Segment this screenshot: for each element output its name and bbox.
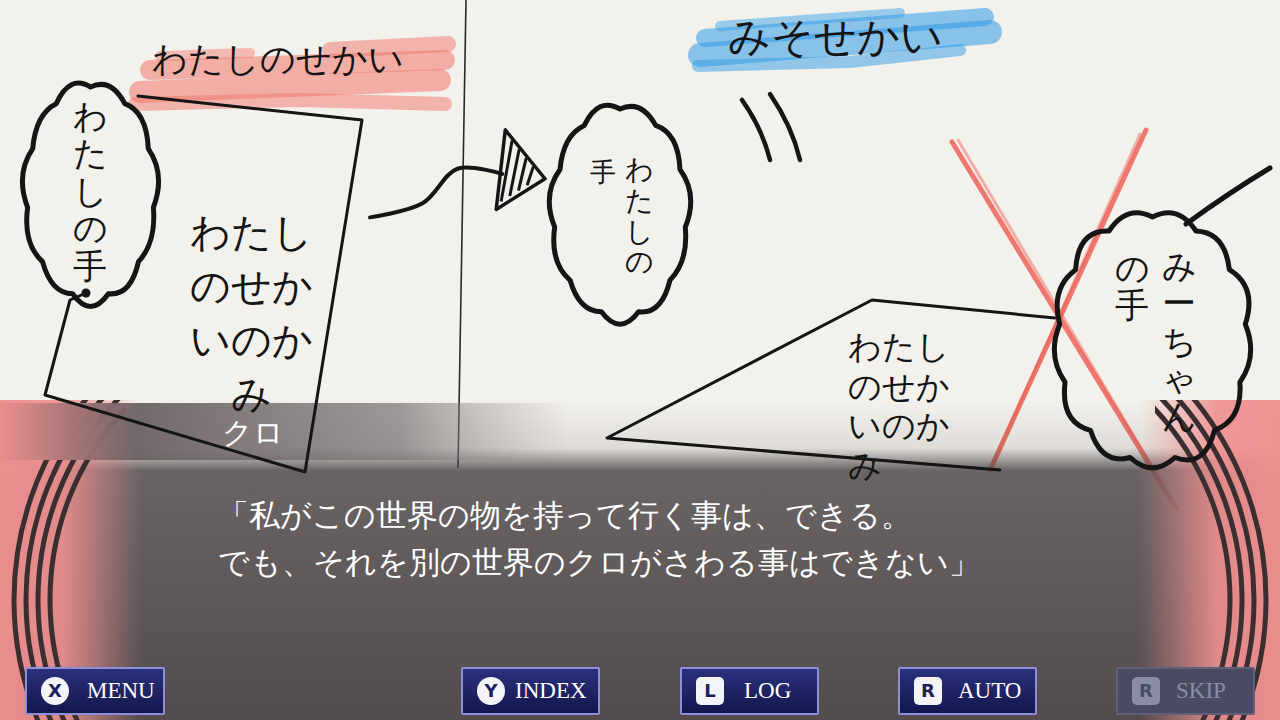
arc-ornament bbox=[1155, 400, 1266, 720]
cloud-outline bbox=[22, 83, 158, 306]
ink-dot bbox=[82, 289, 91, 298]
divider-line bbox=[458, 0, 466, 468]
vertical-handwriting: わたしの手 bbox=[73, 98, 107, 285]
hand-cloud: みーちゃんの手 bbox=[1050, 208, 1255, 470]
dialogue-text: 「私がこの世界の物を持って行く事は、できる。 でも、それを別の世界のクロがさわる… bbox=[218, 492, 993, 585]
text-slot: クロ bbox=[222, 415, 284, 451]
text-slot: わたしのせかいのかみ bbox=[848, 327, 982, 485]
arrowhead-outline bbox=[496, 130, 550, 215]
text-slot: SKIP bbox=[1176, 677, 1226, 705]
world-heading: みそせかい bbox=[728, 12, 943, 62]
paper-outline bbox=[607, 300, 1055, 470]
button-label: MENU bbox=[87, 677, 155, 705]
speaker-name-text: クロ bbox=[222, 415, 284, 451]
paper-outline bbox=[45, 96, 362, 472]
button-label: SKIP bbox=[1176, 677, 1226, 705]
text-slot: の手 bbox=[1115, 250, 1149, 325]
button-label: LOG bbox=[744, 677, 791, 705]
button-key: R bbox=[921, 682, 935, 700]
name-band bbox=[0, 403, 570, 460]
text-slot: わたしの手 bbox=[73, 98, 107, 285]
hand-cloud: わたしの手 bbox=[18, 78, 163, 307]
button-key: Y bbox=[484, 682, 497, 700]
text-slot: LOG bbox=[744, 677, 791, 705]
button-label: AUTO bbox=[958, 677, 1021, 705]
dialogue-backdrop bbox=[0, 400, 1280, 720]
dialogue-panel: X MENU Y INDEX L LOG R AUTO R SKIP 「私がこの世界の物を持って行く… bbox=[0, 462, 1280, 720]
text-slot: AUTO bbox=[958, 677, 1021, 705]
world-heading: わたしのせかい bbox=[152, 38, 404, 80]
crayon-stroke bbox=[140, 80, 440, 92]
button-icon: Y bbox=[477, 677, 505, 705]
blue-crayon-highlight bbox=[698, 13, 990, 66]
label-slot: わたしのせかい bbox=[152, 38, 404, 80]
cloud-outline bbox=[549, 105, 690, 324]
arc bbox=[1155, 400, 1254, 720]
hatched-arrowhead bbox=[496, 130, 550, 215]
menu-button: R AUTO bbox=[898, 667, 1037, 715]
button-icon: X bbox=[41, 677, 69, 705]
text-slot: 手 bbox=[590, 158, 616, 187]
cloud-shape bbox=[1050, 208, 1255, 470]
cloud-outline bbox=[1054, 213, 1250, 468]
button-key: X bbox=[48, 682, 62, 700]
arrow-connector bbox=[370, 168, 502, 218]
label-slot: みそせかい bbox=[728, 12, 943, 62]
arrowhead-hatch bbox=[518, 157, 526, 191]
vertical-handwriting: の手 bbox=[1115, 250, 1149, 325]
arm-line bbox=[1186, 168, 1270, 224]
menu-button: R SKIP bbox=[1116, 667, 1255, 715]
handwritten-text: わたしのせかいのかみ bbox=[170, 205, 332, 421]
cloud-shape bbox=[545, 100, 695, 325]
button-label: INDEX bbox=[515, 677, 587, 705]
text-slot: わたしの bbox=[625, 155, 653, 278]
text-slot: INDEX bbox=[515, 677, 587, 705]
menu-button: Y INDEX bbox=[461, 667, 600, 715]
handwritten-text: わたしのせかいのかみ bbox=[848, 327, 982, 485]
button-key: L bbox=[704, 682, 715, 700]
arc bbox=[1155, 400, 1266, 720]
arrowhead-hatch bbox=[527, 166, 533, 185]
button-icon: L bbox=[696, 677, 724, 705]
vertical-handwriting: みーちゃん bbox=[1162, 248, 1196, 435]
text-slot: わたしのせかいのかみ bbox=[170, 205, 332, 421]
motion-mark bbox=[770, 94, 800, 160]
button-key: R bbox=[1139, 682, 1153, 700]
text-slot: MENU bbox=[87, 677, 155, 705]
hand-cloud: わたしの手 bbox=[545, 100, 695, 325]
motion-marks bbox=[742, 94, 800, 160]
menu-button: L LOG bbox=[680, 667, 819, 715]
button-icon: R bbox=[1132, 677, 1160, 705]
vertical-handwriting: 手 bbox=[590, 158, 616, 187]
text-slot: みーちゃん bbox=[1162, 248, 1196, 435]
button-icon: R bbox=[914, 677, 942, 705]
connector-group bbox=[370, 130, 550, 217]
vertical-handwriting: わたしの bbox=[625, 155, 653, 278]
motion-mark bbox=[742, 100, 770, 160]
speaker-name: クロ bbox=[215, 410, 335, 457]
crayon-stroke bbox=[135, 100, 445, 104]
paper-sheet: わたしのせかいのかみ bbox=[600, 295, 1155, 492]
text-slot: 「私がこの世界の物を持って行く事は、できる。 でも、それを別の世界のクロがさわる… bbox=[218, 492, 993, 585]
menu-button: X MENU bbox=[25, 667, 165, 715]
